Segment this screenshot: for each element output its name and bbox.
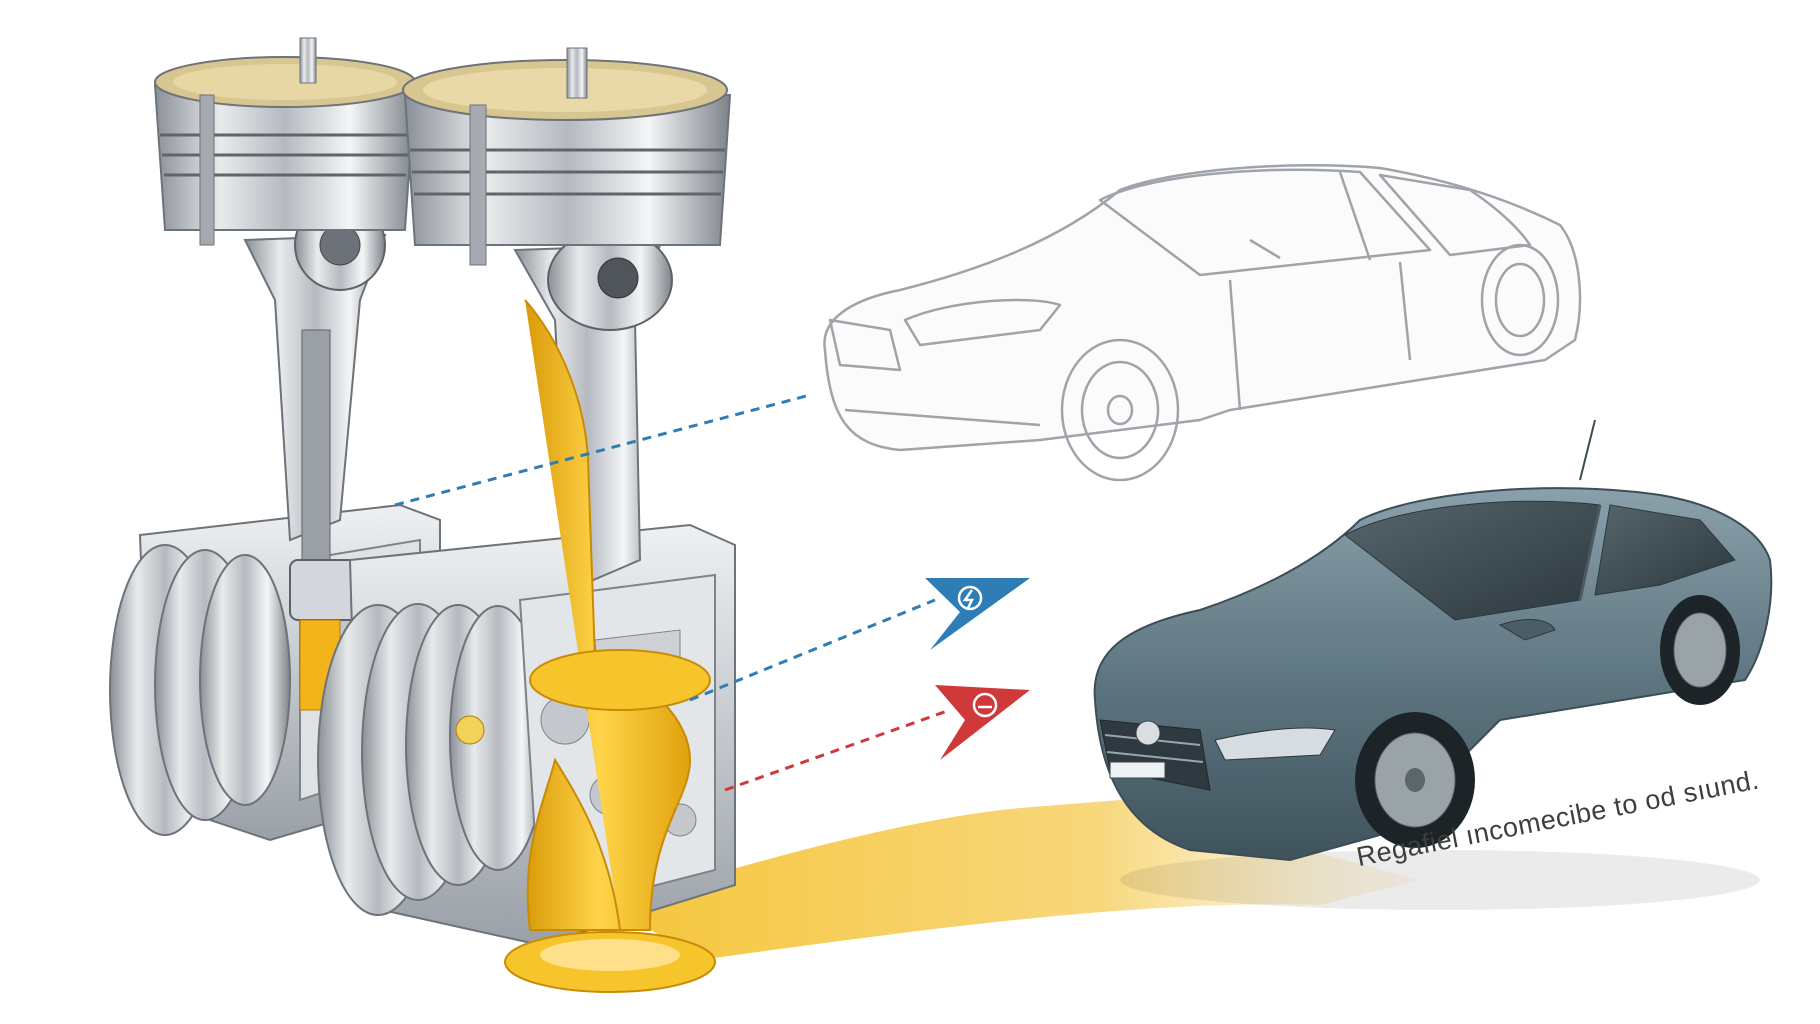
car-solid-render xyxy=(1093,419,1773,910)
connecting-rod-front xyxy=(513,229,673,592)
car-brand-logo xyxy=(1135,720,1161,746)
lock-icon xyxy=(972,692,998,718)
connector-line-red xyxy=(724,708,951,792)
connector-line-blue xyxy=(689,598,936,702)
piston-front xyxy=(402,47,732,266)
blue-arrowhead xyxy=(925,578,1030,650)
engine-piston-assembly xyxy=(109,37,736,993)
connector-lines xyxy=(394,393,951,792)
oil-stream xyxy=(504,299,716,993)
lightning-icon xyxy=(957,585,983,611)
car-outline-sketch xyxy=(823,163,1582,482)
red-arrowhead xyxy=(935,685,1030,760)
piston-rear xyxy=(153,37,417,246)
connector-line-upper xyxy=(394,393,811,507)
